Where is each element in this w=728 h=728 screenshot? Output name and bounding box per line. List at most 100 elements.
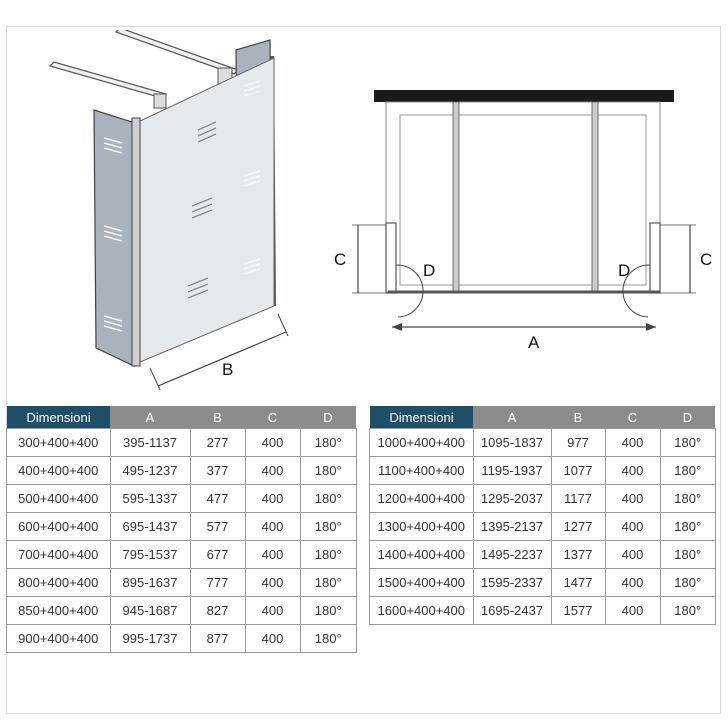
table-cell: 400 [605,568,661,597]
dimension-label-c-right: C [700,250,713,269]
table-cell: 180° [674,603,702,618]
header-cell: B [551,406,605,429]
table-cell: 277 [190,429,246,457]
table-cell: 500+400+400 [7,484,111,513]
table-cell: 800+400+400 [7,568,111,597]
left-return-panel [385,222,397,294]
plan-view-diagram: C C D D A [330,85,725,355]
etched-lines-left [103,137,123,332]
header-cell: Dimensioni [7,406,110,429]
table-cell: 577 [190,512,246,541]
table-cell: 400 [245,456,301,485]
table-cell: 180° [300,596,356,625]
table-cell: 1000+400+400 [370,429,474,457]
header-cell: B [190,406,245,429]
table-cell: 850+400+400 [7,596,111,625]
table-cell: 1477 [551,568,606,597]
table-cell: 400 [245,484,301,513]
table-cell: 877 [190,624,246,652]
table-cell: 695-1437 [110,512,191,541]
header-cell: D [660,406,715,429]
support-bar-back [114,27,240,75]
table-cell: 1200+400+400 [370,484,474,513]
table-cell: 180° [300,484,356,513]
table-cell: 180° [300,568,356,597]
table-cell: 1195-1937 [473,456,552,485]
wall [374,90,674,102]
table-cell: 995-1737 [110,624,191,652]
table-cell: 400 [605,540,661,569]
table-cell: 495-1237 [110,456,191,485]
right-return-panel [649,222,661,294]
table-cell: 180° [300,540,356,569]
dimension-tick-b-right [277,313,289,337]
table-cell: 677 [190,540,246,569]
header-cell: D [300,406,356,429]
table-cell: 1300+400+400 [370,512,474,541]
header-cell: C [245,406,300,429]
table-cell: 400 [605,484,661,513]
table-cell: 600+400+400 [7,512,111,541]
table-cell: 180° [300,512,356,541]
table-cell: 977 [551,429,606,457]
header-cell: Dimensioni [370,406,473,429]
table-cell: 1277 [551,512,606,541]
support-rail-right [591,101,599,293]
isometric-svg [48,27,289,391]
table-cell: 1100+400+400 [370,456,474,485]
table-cell: 180° [660,512,715,541]
table-header-row: Dimensioni A B C D [7,406,356,429]
table-cell: 1695-2437 [473,596,552,624]
isometric-shower-diagram: B [40,27,340,391]
table-cell: 395-1137 [110,429,191,457]
support-bar-front [48,61,168,99]
dimension-label-a: A [528,333,540,352]
bar-clamp-front [153,93,167,109]
table-cell: 180° [314,631,342,646]
table-cell: 1400+400+400 [370,540,474,569]
table-cell: 900+400+400 [7,624,111,652]
image-frame [6,26,721,714]
table-cell: 400 [245,568,301,597]
table-cell: 777 [190,568,246,597]
table-cell: 180° [300,429,356,457]
table-cell: 1495-2237 [473,540,552,569]
table-cell: 1600+400+400 [370,596,474,624]
inner-outline [399,114,647,286]
dimension-arrow-a-right [646,323,656,331]
etched-lines-center [187,121,217,299]
table-cell: 300+400+400 [7,429,111,457]
table-cell: 400 [245,624,301,652]
dimension-line-b [157,331,287,387]
table-cell: 945-1687 [110,596,191,625]
table-header-row: Dimensioni A B C D [370,406,715,429]
table-cell: 1377 [551,540,606,569]
table-cell: 180° [660,484,715,513]
plan-view-svg [352,90,696,331]
header-cell: A [473,406,551,429]
table-cell: 400 [245,429,301,457]
dimension-tick-b-left [149,367,161,391]
table-cell: 1595-2337 [473,568,552,597]
table-cell: 595-1337 [110,484,191,513]
swing-arc-right [622,264,651,318]
table-cell: 700+400+400 [7,540,111,569]
table-cell: 1295-2037 [473,484,552,513]
table-cell: 180° [660,540,715,569]
table-cell: 795-1537 [110,540,191,569]
dimension-arrow-a-left [392,323,402,331]
